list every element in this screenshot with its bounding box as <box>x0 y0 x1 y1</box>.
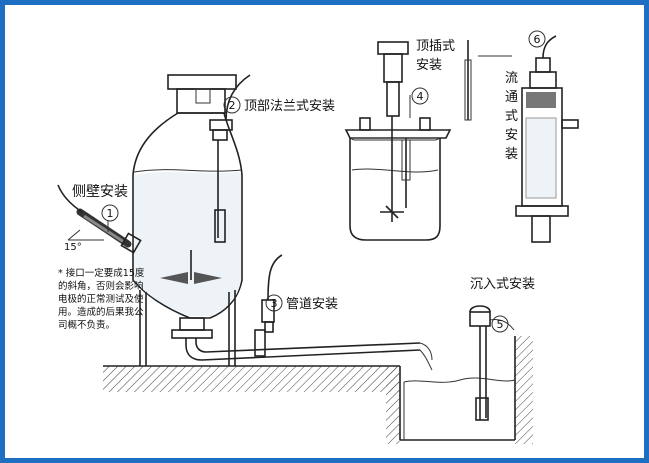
side-wall-probe <box>57 184 142 254</box>
note-line-4: 用。造成的后果我公 <box>58 306 144 318</box>
flow-char-4: 安 <box>505 128 518 143</box>
callout-5: 5 <box>491 315 509 333</box>
number-1: 1 <box>107 207 114 220</box>
flow-char-5: 装 <box>505 147 518 162</box>
callout-6: 6 <box>528 30 546 48</box>
callout-1: 1 <box>101 204 119 222</box>
label-side-wall: 侧壁安装 <box>72 184 128 200</box>
flow-char-1: 流 <box>505 71 518 86</box>
note-line-3: 电极的正常测试及使 <box>58 293 144 305</box>
label-pipeline: 管道安装 <box>286 297 338 312</box>
callout-3: 3 <box>265 294 283 312</box>
flow-char-2: 通 <box>505 90 518 105</box>
label-flow-through: 流 通 式 安 装 <box>505 71 518 162</box>
number-2: 2 <box>229 99 236 112</box>
note-line-1: * 接口一定要成15度 <box>58 267 145 279</box>
ground <box>103 336 533 444</box>
flow-char-3: 式 <box>505 109 518 124</box>
note-line-2: 的斜角，否则会影响 <box>58 280 144 292</box>
label-top-insert-line2: 安装 <box>416 58 442 73</box>
number-6: 6 <box>534 33 541 46</box>
tank <box>132 74 251 366</box>
label-submerged: 沉入式安装 <box>470 277 535 292</box>
number-5: 5 <box>497 318 504 331</box>
top-insert-vessel <box>344 40 472 241</box>
flow-through-cell <box>515 35 579 243</box>
angle-label: 15° <box>64 242 82 253</box>
label-top-insert-line1: 顶插式 <box>416 39 455 54</box>
callout-2: 2 <box>223 96 241 114</box>
pipeline <box>185 254 433 371</box>
leader-lines <box>107 55 512 232</box>
submerged-probe <box>403 305 516 440</box>
callout-4: 4 <box>411 87 429 105</box>
note-line-5: 司概不负责。 <box>58 319 115 331</box>
warning-note: * 接口一定要成15度 的斜角，否则会影响 电极的正常测试及使 用。造成的后果我… <box>58 267 145 331</box>
label-top-flange: 顶部法兰式安装 <box>244 99 335 114</box>
number-4: 4 <box>417 90 424 103</box>
number-3: 3 <box>271 297 278 310</box>
